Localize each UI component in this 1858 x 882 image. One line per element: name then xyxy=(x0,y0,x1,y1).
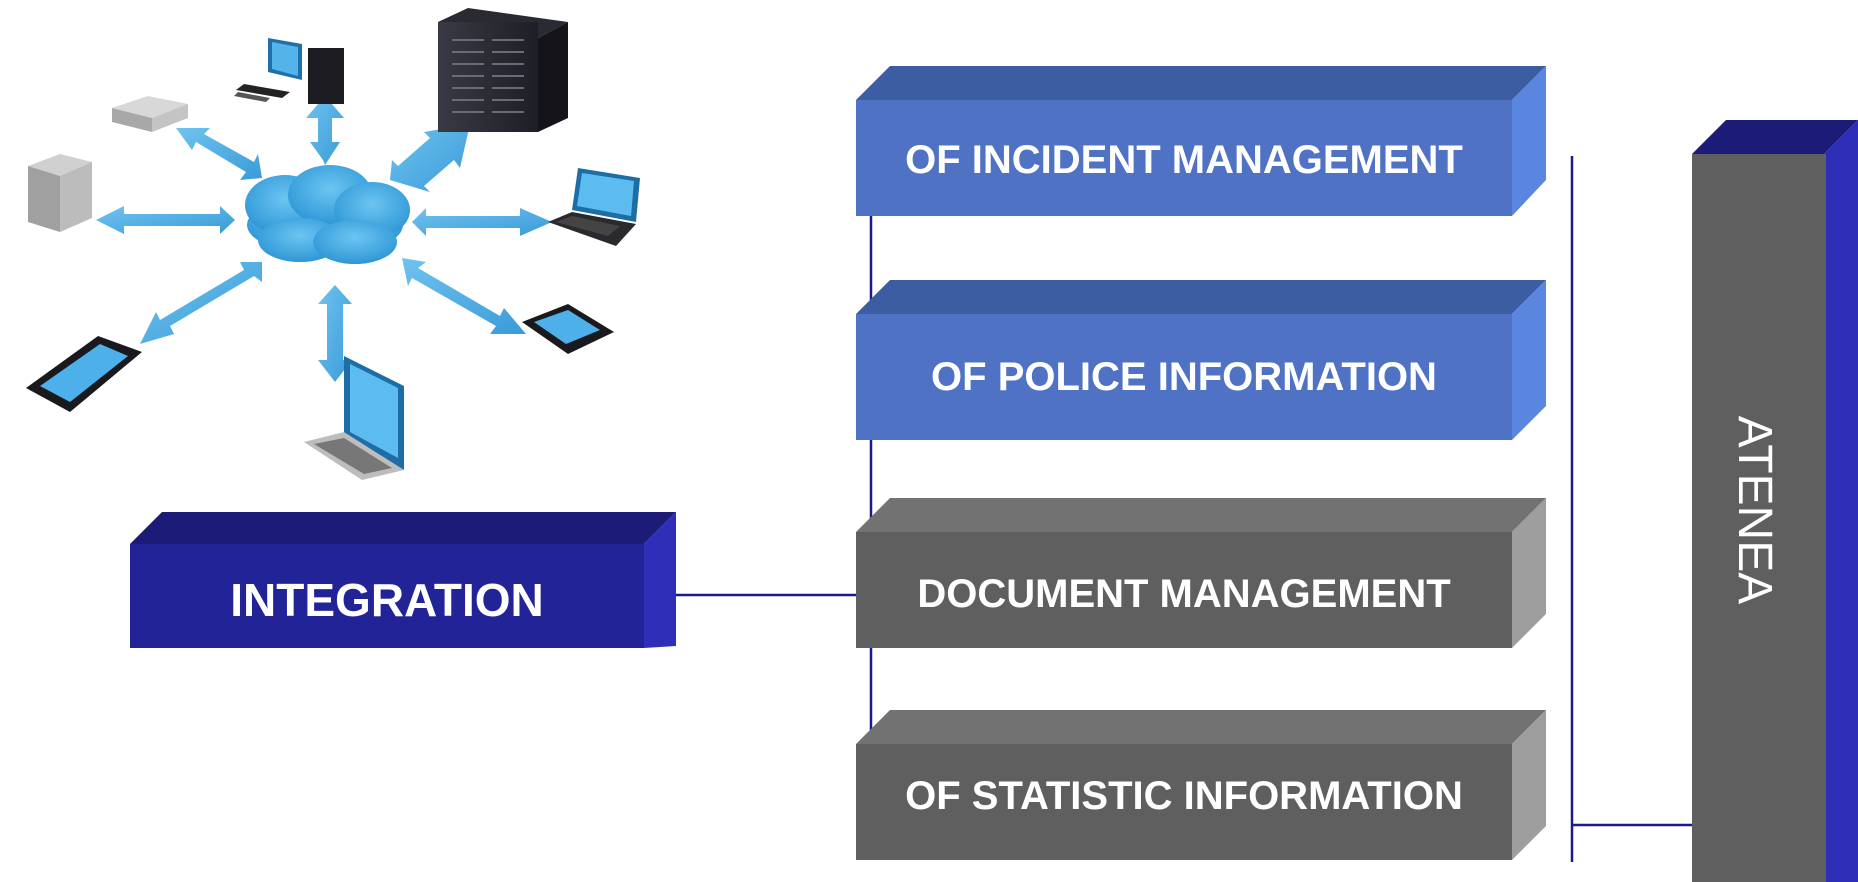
storage-icon xyxy=(112,96,188,132)
storage-icon xyxy=(28,154,92,232)
module-box-police xyxy=(856,280,1546,440)
desktop-icon xyxy=(234,38,344,104)
smartphone-icon xyxy=(26,336,142,412)
system-box-side xyxy=(1824,120,1858,882)
integration-box xyxy=(130,512,676,648)
integration-box-side xyxy=(644,512,676,648)
network-cloud-icon xyxy=(245,165,410,264)
integration-box-front xyxy=(130,544,644,648)
module-label-incident: OF INCIDENT MANAGEMENT xyxy=(905,138,1463,182)
module-box-document xyxy=(856,498,1546,648)
system-label-atenea: ATENEA xyxy=(1728,415,1781,605)
module-label-document: DOCUMENT MANAGEMENT xyxy=(917,572,1451,616)
system-box-front xyxy=(1692,154,1826,882)
arrow-icon xyxy=(96,96,552,382)
system-box-top xyxy=(1692,120,1858,154)
module-label-statistic: OF STATISTIC INFORMATION xyxy=(905,774,1463,818)
server-icon xyxy=(438,8,568,132)
module-label-police: OF POLICE INFORMATION xyxy=(931,355,1437,399)
network-illustration xyxy=(26,8,640,480)
smartphone-icon xyxy=(522,304,614,354)
module-box-incident xyxy=(856,66,1546,216)
laptop-icon xyxy=(548,168,640,246)
integration-box-top xyxy=(130,512,676,544)
diagram-canvas: INTEGRATION OF INCIDENT MANAGEMENT OF PO… xyxy=(26,8,1858,882)
module-box-statistic xyxy=(856,710,1546,860)
system-box-atenea xyxy=(1692,120,1858,882)
laptop-icon xyxy=(304,356,404,480)
integration-label: INTEGRATION xyxy=(230,574,544,626)
